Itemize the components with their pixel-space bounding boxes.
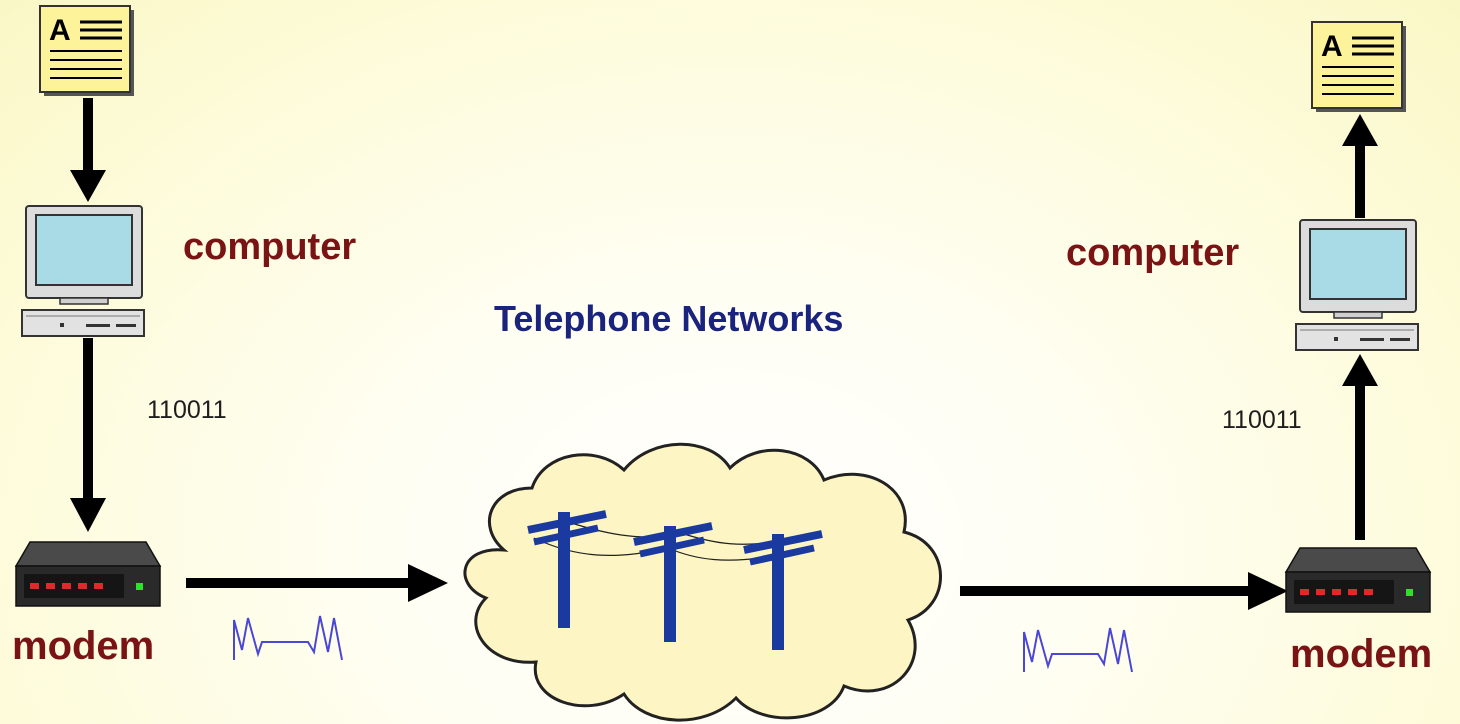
- arrow-modem-to-computer-right: [1342, 354, 1378, 540]
- arrow-network-to-modem: [960, 572, 1288, 610]
- analog-signal-icon-right: [1023, 627, 1133, 673]
- arrow-modem-to-network: [186, 564, 448, 602]
- document-icon-left: A: [39, 5, 134, 96]
- document-icon-right: A: [1311, 21, 1406, 112]
- network-title: Telephone Networks: [494, 298, 844, 339]
- document-glyph: A: [49, 14, 71, 47]
- computer-icon-left: [21, 205, 145, 337]
- telephone-pole-icon-1: [527, 510, 607, 628]
- modem-label-right: modem: [1290, 632, 1433, 676]
- modem-icon-left: [14, 541, 162, 607]
- telephone-pole-icon-2: [633, 522, 713, 642]
- analog-signal-icon-left: [233, 615, 343, 661]
- computer-label-right: computer: [1066, 232, 1240, 274]
- telephone-pole-icon-3: [743, 530, 823, 650]
- arrow-computer-to-document-right: [1342, 114, 1378, 218]
- arrow-document-to-computer-left: [70, 98, 106, 202]
- arrow-computer-to-modem-left: [70, 338, 106, 532]
- bits-label-left: 110011: [147, 396, 227, 424]
- modem-label-left: modem: [12, 624, 155, 668]
- computer-label-left: computer: [183, 226, 357, 268]
- document-glyph: A: [1321, 30, 1343, 63]
- bits-label-right: 110011: [1222, 406, 1302, 434]
- modem-icon-right: [1284, 547, 1432, 613]
- computer-icon-right: [1295, 219, 1419, 351]
- cloud-icon: [463, 442, 942, 722]
